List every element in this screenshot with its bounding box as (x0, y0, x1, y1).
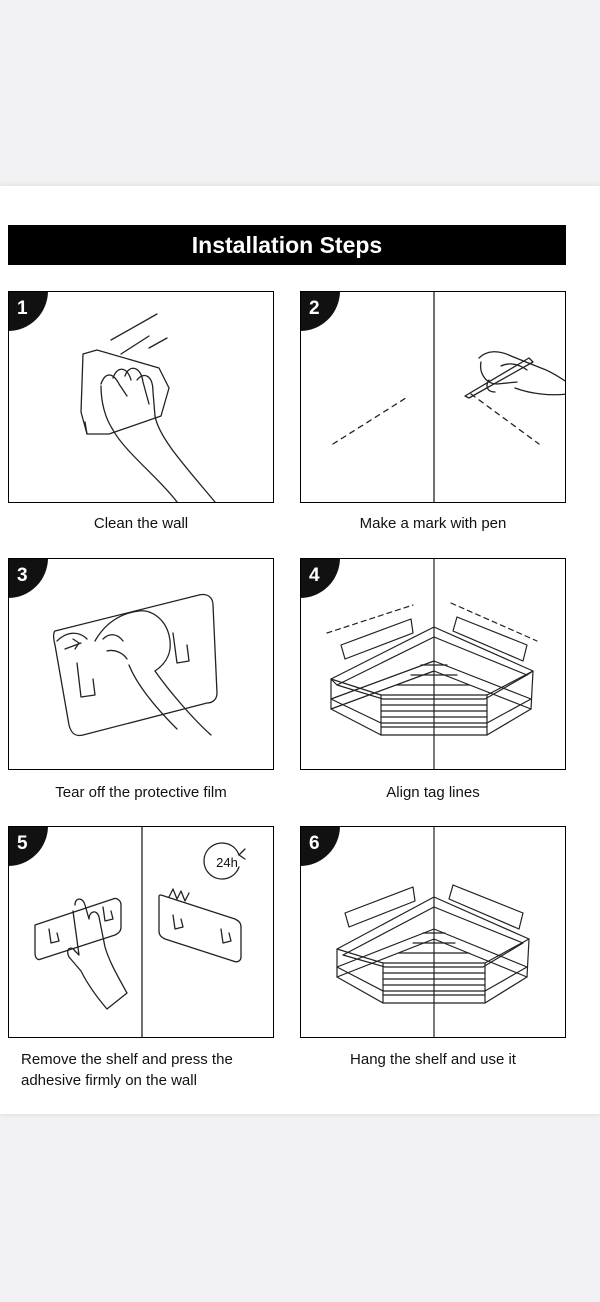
step-1-panel: 1 (8, 291, 274, 503)
step-4-caption: Align tag lines (386, 784, 480, 801)
timer-24h-label: 24h (216, 855, 238, 870)
instruction-sheet: Installation Steps 1 Clean the wall (0, 186, 600, 1114)
step-5-caption-line-1: Remove the shelf and press the (21, 1051, 233, 1068)
hang-shelf-illustration (336, 827, 530, 1037)
step-1-caption: Clean the wall (93, 515, 189, 532)
tear-film-illustration (52, 593, 218, 737)
step-number-badge: 1 (9, 292, 48, 331)
step-5-caption-line-2: adhesive firmly on the wall (21, 1072, 197, 1089)
page-title: Installation Steps (8, 225, 566, 265)
step-5-caption: Remove the shelf and press the adhesive … (21, 1049, 233, 1091)
step-3-caption: Tear off the protective film (55, 784, 227, 801)
mark-with-pen-illustration (332, 292, 565, 502)
step-2-caption: Make a mark with pen (359, 515, 507, 532)
step-3-panel: 3 (8, 558, 274, 770)
step-number-badge: 2 (301, 292, 340, 331)
press-adhesive-illustration: 24h (34, 827, 246, 1037)
step-6-panel: 6 (300, 826, 566, 1038)
step-4-panel: 4 (300, 558, 566, 770)
step-5-panel: 24h 5 (8, 826, 274, 1038)
step-2-panel: 2 (300, 291, 566, 503)
align-tag-lines-illustration (326, 559, 538, 769)
step-6-caption: Hang the shelf and use it (350, 1051, 516, 1068)
clean-wall-illustration (80, 313, 216, 502)
